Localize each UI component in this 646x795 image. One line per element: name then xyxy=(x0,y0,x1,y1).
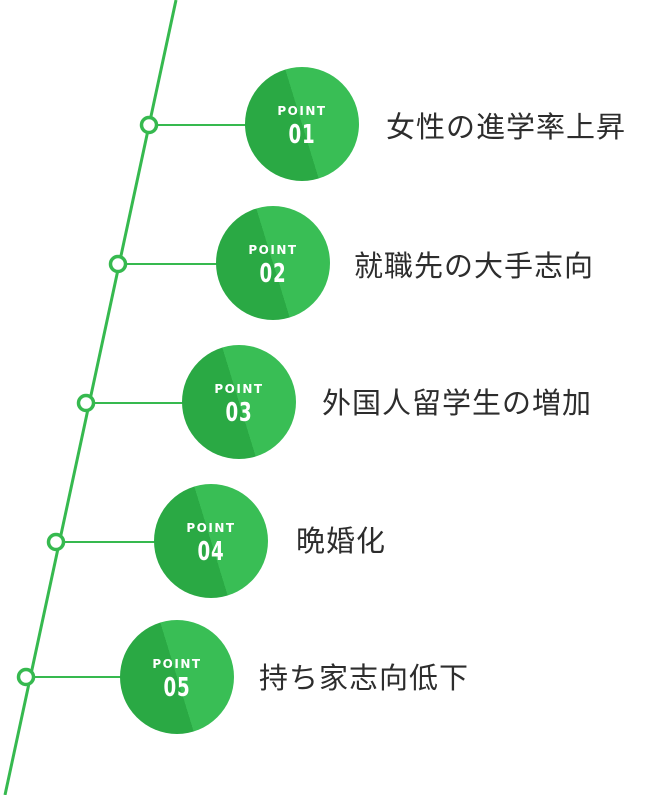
point-badge-word: POINT xyxy=(214,382,264,396)
point-badge-word: POINT xyxy=(186,521,236,535)
point-label-01: 女性の進学率上昇 xyxy=(386,110,627,144)
point-badge-05: POINT 05 xyxy=(120,620,234,734)
point-badge-word: POINT xyxy=(248,243,298,257)
point-badge-number: 01 xyxy=(288,120,316,150)
point-badge-02: POINT 02 xyxy=(216,206,330,320)
timeline-node-03 xyxy=(76,393,96,413)
point-badge-01: POINT 01 xyxy=(245,67,359,181)
point-badge-03: POINT 03 xyxy=(182,345,296,459)
point-label-05: 持ち家志向低下 xyxy=(259,661,470,695)
timeline-node-04 xyxy=(46,532,66,552)
point-label-02: 就職先の大手志向 xyxy=(354,249,595,283)
point-badge-word: POINT xyxy=(277,104,327,118)
point-badge-04: POINT 04 xyxy=(154,484,268,598)
timeline-node-01 xyxy=(139,115,159,135)
point-label-03: 外国人留学生の増加 xyxy=(322,386,593,420)
timeline-node-05 xyxy=(16,667,36,687)
point-badge-number: 04 xyxy=(197,537,225,567)
point-badge-number: 05 xyxy=(163,673,191,703)
timeline-node-02 xyxy=(108,254,128,274)
point-badge-word: POINT xyxy=(152,657,202,671)
point-badge-number: 03 xyxy=(225,398,253,428)
point-badge-number: 02 xyxy=(259,259,287,289)
point-label-04: 晩婚化 xyxy=(296,524,387,558)
